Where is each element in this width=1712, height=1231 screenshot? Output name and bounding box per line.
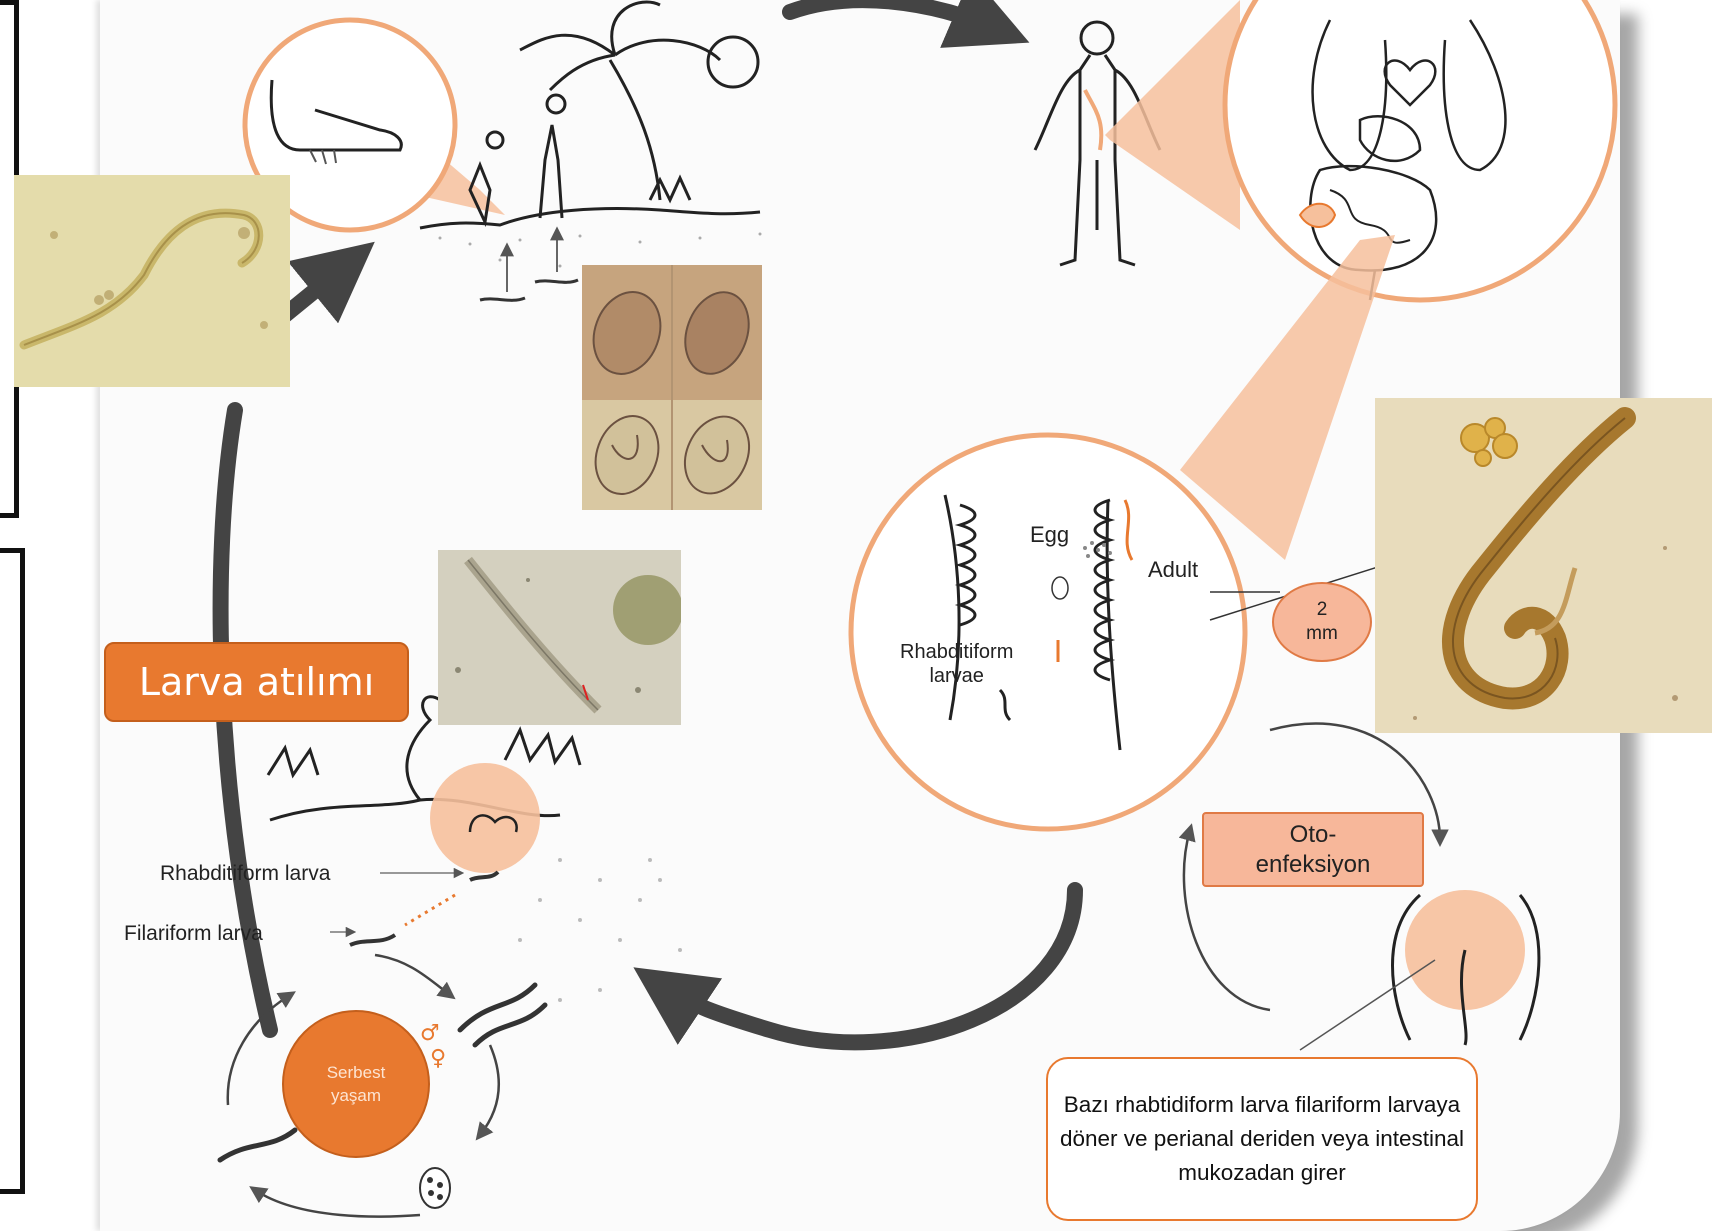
photo-rhabditiform-larva bbox=[438, 550, 681, 725]
arrow-bottom bbox=[660, 890, 1075, 1042]
label-adult: Adult bbox=[1148, 557, 1198, 583]
intestine-zoom-cone bbox=[1180, 235, 1395, 560]
size-badge: 2 mm bbox=[1272, 582, 1372, 662]
serbest-yasam-label: Serbest yaşam bbox=[282, 1010, 430, 1158]
larva-atilimi-label: Larva atılımı bbox=[104, 642, 409, 722]
label-rhabditiform-larva: Rhabditiform larva bbox=[160, 862, 330, 886]
autoinfection-description: Bazı rhabtidiform larva filariform larva… bbox=[1046, 1057, 1478, 1221]
ground-dots bbox=[439, 233, 762, 268]
female-symbol-icon: ♀ bbox=[430, 1046, 446, 1071]
feces-highlight bbox=[430, 763, 540, 873]
photo-eggs bbox=[582, 265, 762, 510]
transformation-dots bbox=[405, 895, 455, 925]
oto-enfeksiyon-label: Oto- enfeksiyon bbox=[1202, 812, 1424, 887]
larvae-arrows-up bbox=[480, 232, 578, 300]
organs-zoom bbox=[1225, 0, 1615, 300]
mucosa-zoom bbox=[851, 435, 1245, 829]
label-rhabditiform-larvae: Rhabditiform larvae bbox=[900, 640, 1013, 688]
photo-filariform-larva bbox=[14, 175, 290, 387]
label-egg: Egg bbox=[1030, 522, 1069, 548]
photo-adult-worm bbox=[1375, 398, 1712, 733]
organ-zoom-cone bbox=[1105, 0, 1240, 230]
perianal-figure bbox=[1300, 890, 1539, 1050]
egg-cluster-icon bbox=[420, 1168, 450, 1208]
arrow-top bbox=[790, 0, 1000, 30]
arrow-to-skin bbox=[285, 262, 350, 315]
label-filariform-larva: Filariform larva bbox=[124, 922, 263, 946]
male-symbol-icon: ♂ bbox=[420, 1021, 440, 1046]
ground-scene bbox=[420, 2, 760, 228]
